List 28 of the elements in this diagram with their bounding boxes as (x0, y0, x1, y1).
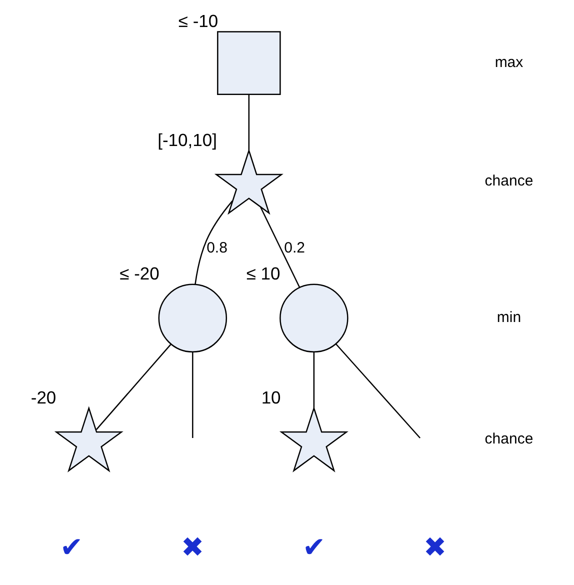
connector (312, 352, 314, 408)
connector (334, 344, 420, 438)
label: min (496, 309, 521, 326)
node-box (216, 31, 280, 95)
node-label: ≤ -20 (119, 264, 159, 284)
connector (194, 200, 232, 284)
node-star (214, 148, 283, 215)
node-label: -20 (30, 387, 56, 408)
node-label: ≤ -10 (178, 11, 218, 32)
connector (192, 352, 193, 438)
label: max (494, 54, 523, 71)
label: chance (484, 172, 533, 190)
node-circle (279, 284, 348, 353)
node-label: 10 (260, 387, 280, 408)
node-label: ≤ 10 (246, 264, 280, 284)
node-circle (158, 284, 227, 353)
label: ✖ (423, 531, 446, 562)
node-star (278, 406, 348, 472)
label: ✔ (59, 531, 82, 562)
connector (248, 94, 250, 150)
connector (259, 206, 300, 288)
node-star (54, 406, 123, 472)
node-label: [-10,10] (157, 130, 216, 150)
label: ✖ (180, 531, 204, 562)
edge-label: 0.2 (284, 240, 304, 257)
label: chance (484, 430, 533, 448)
label: ✔ (302, 531, 325, 562)
edge-label: 0.8 (206, 240, 227, 257)
